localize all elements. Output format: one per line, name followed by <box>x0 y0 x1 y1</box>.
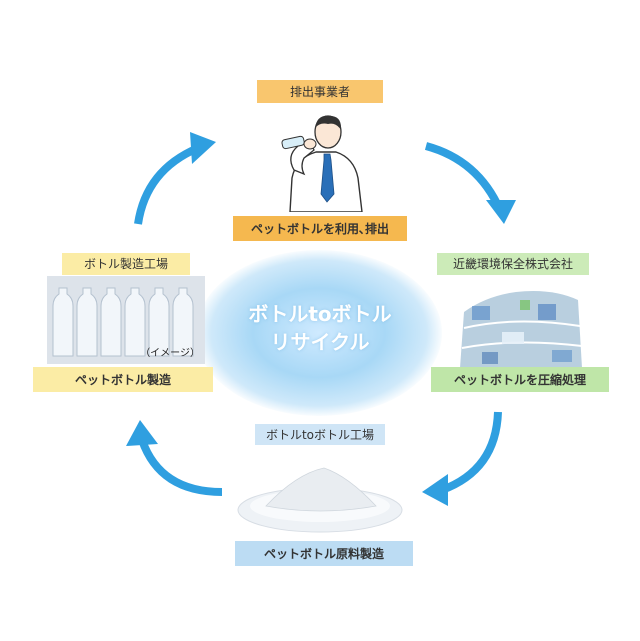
center-title-line2: リサイクル <box>270 330 370 354</box>
center-title: ボトルtoボトル リサイクル <box>210 300 430 356</box>
bottom-action-label: ペットボトル原料製造 <box>235 541 413 566</box>
right-actor-label: 近畿環境保全株式会社 <box>437 253 589 275</box>
pet-bottles-photo: （イメージ） <box>47 276 205 364</box>
arrow-left-to-top <box>134 144 200 225</box>
arrow-head-left-to-top <box>190 132 216 164</box>
arrow-head-right-to-bottom <box>422 474 448 506</box>
bottom-actor-label: ボトルtoボトル工場 <box>255 424 385 445</box>
compressed-bottle-bales-photo <box>456 282 584 368</box>
top-actor-label: 排出事業者 <box>257 80 383 103</box>
left-actor-label: ボトル製造工場 <box>62 253 190 275</box>
businessman-drinking-illustration <box>276 108 376 212</box>
image-note: （イメージ） <box>140 348 200 359</box>
left-action-label: ペットボトル製造 <box>33 367 213 392</box>
arrow-bottom-to-left <box>138 438 223 496</box>
arrow-right-to-bottom <box>440 411 502 494</box>
arrow-head-top-to-right <box>486 200 516 224</box>
arrow-head-bottom-to-left <box>126 420 158 446</box>
center-glow <box>196 250 442 416</box>
center-title-line1: ボトルtoボトル <box>248 302 392 326</box>
pet-flake-powder-plate-photo <box>236 460 404 536</box>
right-action-label: ペットボトルを圧縮処理 <box>431 367 609 392</box>
top-action-label: ペットボトルを利用､排出 <box>233 216 407 241</box>
arrow-top-to-right <box>424 142 504 212</box>
